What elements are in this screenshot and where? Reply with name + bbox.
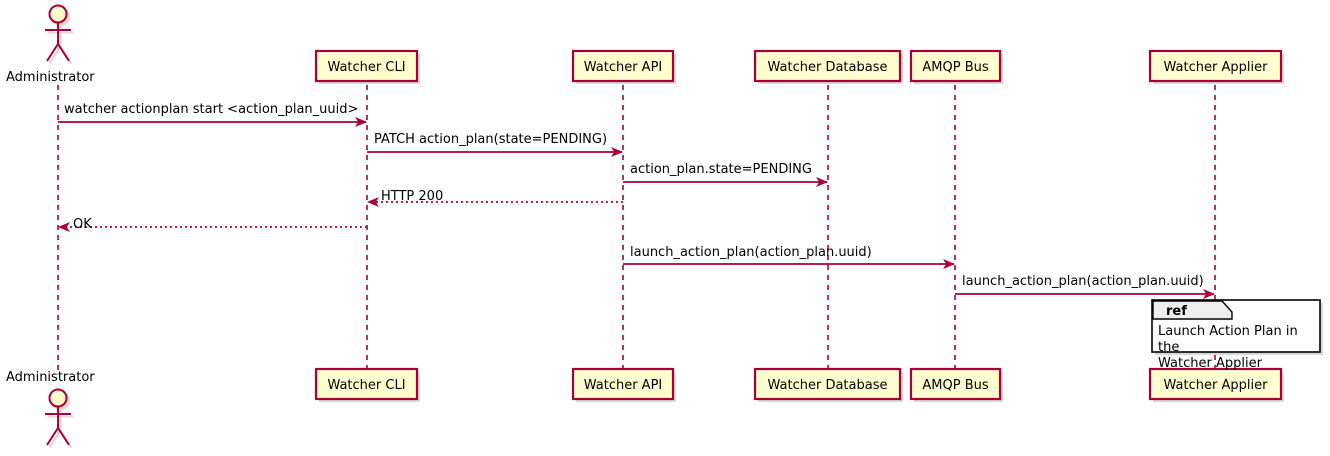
message-label-2: action_plan.state=PENDING (630, 162, 812, 177)
participant-label-bottom-4: Watcher Applier (1163, 378, 1268, 393)
actor-leg-left (46, 43, 59, 62)
participant-box-top-4[interactable] (1148, 49, 1283, 83)
participant-box-top-1[interactable] (571, 49, 675, 83)
message-label-4: OK (73, 217, 92, 232)
ref-tab (1152, 300, 1233, 320)
actor-label-top: Administrator (6, 70, 95, 85)
message-label-6: launch_action_plan(action_plan.uuid) (962, 274, 1204, 289)
actor-head (48, 388, 68, 408)
message-label-1: PATCH action_plan(state=PENDING) (374, 132, 608, 147)
participant-box-bottom-1[interactable] (571, 367, 675, 401)
participant-label-top-0: Watcher CLI (327, 60, 406, 75)
message-label-5: launch_action_plan(action_plan.uuid) (630, 245, 872, 260)
participant-box-bottom-4[interactable] (1148, 367, 1283, 401)
message-label-0: watcher actionplan start <action_plan_uu… (64, 102, 359, 117)
participant-box-top-2[interactable] (753, 49, 902, 83)
actor-leg-left (48, 429, 62, 449)
ref-body-text: Launch Action Plan in the Watcher Applie… (1158, 324, 1298, 371)
participant-label-top-4: Watcher Applier (1163, 60, 1268, 75)
participant-box-top-3[interactable] (909, 49, 1002, 83)
participant-label-top-3: AMQP Bus (922, 60, 989, 75)
participant-label-bottom-3: AMQP Bus (922, 378, 989, 393)
actor-label-bottom: Administrator (6, 370, 95, 385)
actor-leg-right (57, 43, 70, 62)
actor-figure-top-0 (45, 4, 71, 62)
participant-box-bottom-3[interactable] (909, 367, 1002, 401)
actor-leg-left (46, 427, 59, 446)
participant-label-top-2: Watcher Database (767, 60, 888, 75)
actor-leg-right (57, 427, 70, 446)
participant-label-bottom-0: Watcher CLI (327, 378, 406, 393)
participant-label-top-1: Watcher API (583, 60, 663, 75)
participant-box-bottom-2[interactable] (753, 367, 902, 401)
participant-box-top-0[interactable] (314, 49, 419, 83)
ref-tag-label: ref (1166, 304, 1187, 319)
actor-head (48, 4, 68, 24)
actor-leg-left (48, 45, 62, 65)
actor-figure-bottom-0 (45, 388, 71, 446)
participant-label-bottom-1: Watcher API (583, 378, 663, 393)
message-label-3: HTTP 200 (381, 189, 444, 204)
participant-label-bottom-2: Watcher Database (767, 378, 888, 393)
participant-box-bottom-0[interactable] (314, 367, 419, 401)
